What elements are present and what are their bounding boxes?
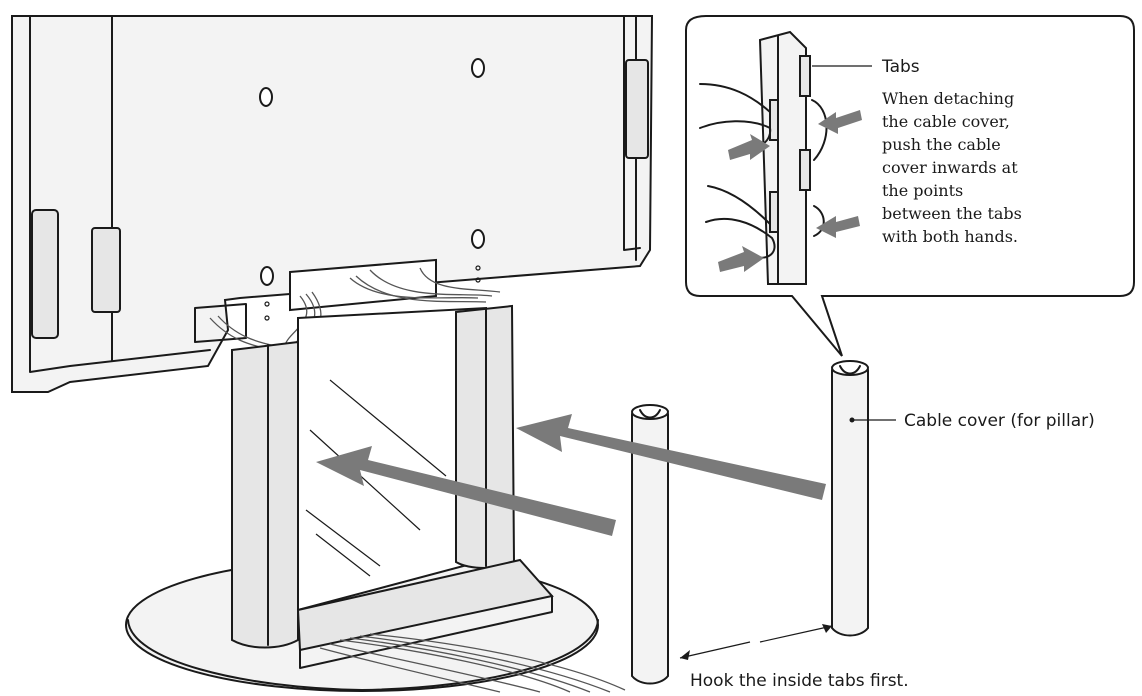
cable-cover-leader-dot: [849, 417, 855, 423]
hook-tabs-leader-left: [679, 641, 751, 659]
cable-cover-label: Cable cover (for pillar): [904, 411, 1095, 431]
detach-instructions-line-6: between the tabs: [882, 204, 1022, 223]
cable-cover-right: [831, 360, 869, 637]
detach-instructions-line-4: cover inwards at: [882, 158, 1018, 177]
arrow-left-cover: [316, 446, 616, 536]
detach-instructions-line-7: with both hands.: [882, 227, 1018, 246]
insertion-arrows: [316, 414, 826, 536]
detach-instructions-line-3: push the cable: [882, 135, 1001, 154]
detail-callout: [685, 15, 1135, 357]
arrow-right-cover: [516, 414, 826, 500]
detach-instructions: When detaching the cable cover, push the…: [882, 89, 1027, 246]
tv-rear-panel: [11, 15, 654, 393]
cable-cover-left: [631, 404, 669, 685]
hook-tabs-pointer-right: [822, 624, 832, 633]
hook-tabs-label: Hook the inside tabs first.: [690, 671, 909, 691]
detach-instructions-line-5: the points: [882, 181, 963, 200]
tabs-label: Tabs: [881, 57, 920, 77]
detach-instructions-line-1: When detaching: [882, 89, 1014, 108]
hook-tabs-leader-right: [759, 625, 833, 643]
detach-instructions-line-2: the cable cover,: [882, 112, 1010, 131]
hook-tabs-pointer-left: [680, 650, 690, 660]
